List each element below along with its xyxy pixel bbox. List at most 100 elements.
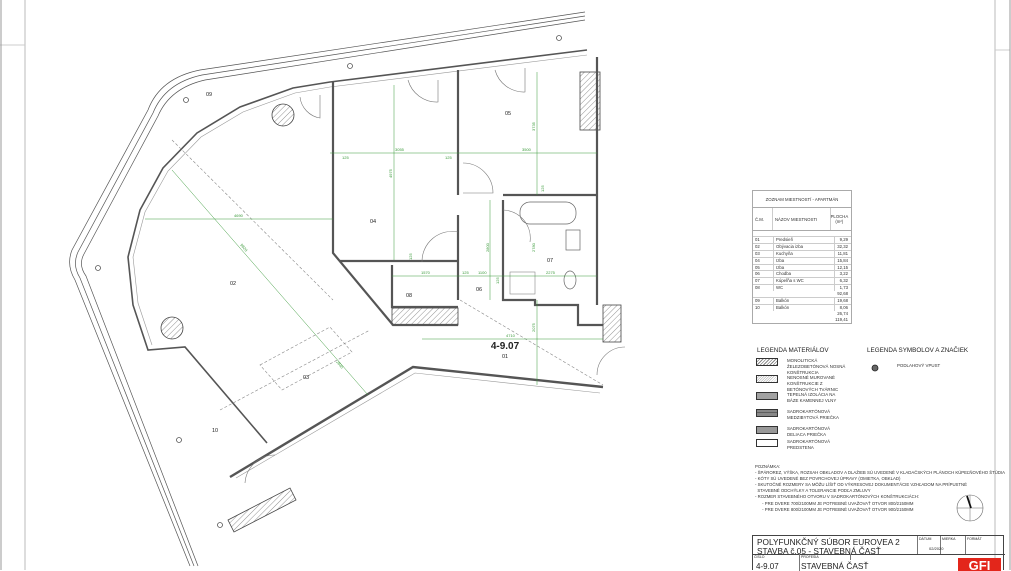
note-line: - PRE DVERE 800/2100MM JE POTREBNÉ UVAŽO… [755,506,914,512]
date-label: DÁTUM [919,537,932,541]
facade [127,49,604,479]
floor-drain-icon [95,35,562,528]
subtotal-balcony: 26,74 [837,310,848,316]
dimension-label: 2075 [531,322,536,332]
room-table: ZOZNAM MIESTNOSTÍ - APARTMÁN Č.M. NÁZOV … [752,190,852,324]
room-label: 04 [370,219,376,225]
dimension-lines [145,72,603,396]
room-label: 07 [547,258,553,264]
material-swatch [756,392,778,400]
bathtub [519,201,577,225]
dimension-label: 1100 [478,270,487,275]
legend-material-label: SADROKARTÓNOVÁ MEDZIBYTOVÁ PRIEČKA [787,409,839,420]
dimension-label: 4710 [506,333,516,338]
room-number: 10 [753,305,774,311]
dimension-label: 125 [540,185,545,192]
legend-symbol-label: PODLAHOVÝ VPUST [897,363,941,368]
title-block: POLYFUNKČNÝ SÚBOR EUROVEA 2 STAVBA č.05 … [752,535,1005,571]
notes: POZNÁMKA: - ŠPÁROREZ, VÝŠKA, ROZSAH OBKL… [755,464,1006,513]
structural-block [391,307,459,326]
header-name: NÁZOV MIESTNOSTI [773,208,831,230]
room-name: Obývacia izba [774,243,835,250]
legend-materials-title: LEGENDA MATERIÁLOV [757,347,829,354]
room-area: 19,68 [837,298,848,304]
room-area: 32,32 [837,243,848,249]
scale-label: MIERKA [942,537,956,541]
shower [509,271,536,295]
room-name: Izba [774,264,835,271]
dimension-label: 3735 [531,121,536,131]
column [271,103,295,127]
date-value: 02/2020 [929,546,944,551]
dimension-label: 2275 [546,270,556,275]
north-arrow-icon [956,494,984,522]
room-number: 09 [753,298,774,305]
note-line: - ŠPÁROREZ, VÝŠKA, ROZSAH OBKLADOV A DLA… [755,470,1006,476]
room-name: Chodba [774,271,835,278]
legend-material-label: SADROKARTÓNOVÁ DELIACA PRIEČKA [787,426,831,437]
structural-block [579,71,601,131]
drawing-number: 4-9.07 [756,562,779,571]
profession-label: PROFESIA [801,555,819,559]
legend-material-item: SADROKARTÓNOVÁ DELIACA PRIEČKA [756,426,847,438]
room-table-title: ZOZNAM MIESTNOSTÍ - APARTMÁN [753,191,851,208]
dimension-label: 2780 [531,242,536,252]
room-area: 6,32 [839,278,848,284]
subtotal-interior: 92,68 [837,291,848,297]
dimension-label: 3055 [395,147,405,152]
dimension-label: 2800 [485,242,490,252]
room-number: 02 [753,243,774,250]
room-name: Balkón [774,298,835,305]
legend-material-item: SADROKARTÓNOVÁ PREDSTENA [756,439,847,451]
room-name: WC [774,285,835,292]
dimension-label: 9820 [239,242,249,253]
room-number: 04 [753,257,774,264]
door-swings [244,68,626,484]
legend-symbols-title: LEGENDA SYMBOLOV A ZNAČIEK [867,347,969,354]
dimension-label: 125 [408,253,413,260]
number-label: ČÍSLO [754,555,765,559]
room-area: 12,15 [837,264,848,270]
dimension-label: 125 [462,270,469,275]
total-area: 119,41 [835,316,848,322]
kitchen-counter [171,139,604,411]
room-area: 11,81 [837,250,848,256]
material-swatch [756,439,778,447]
unit-label: 4-9.07 [491,341,520,352]
room-number: 05 [753,264,774,271]
interior-walls [331,57,603,327]
gfi-logo: GFI [958,558,1001,571]
legend-material-item: SADROKARTÓNOVÁ MEDZIBYTOVÁ PRIEČKA [756,409,847,421]
room-number: 06 [753,271,774,278]
room-name: Kúpeľňa s WC [774,278,835,285]
material-swatch [756,426,778,434]
room-label: 09 [206,92,212,98]
legend-material-item: MONOLITICKÁ ŽELEZOBETÓNOVÁ NOSNÁ KONŠTRU… [756,358,847,376]
dimension-label: 125 [445,155,452,160]
dimension-label: 2835 [335,359,345,370]
room-label: 03 [303,375,309,381]
washbasin [565,229,581,251]
room-label: 05 [505,111,511,117]
room-name: Kuchyňa [774,250,835,257]
legend-material-label: SADROKARTÓNOVÁ PREDSTENA [787,439,831,450]
format-label: FORMÁT [967,537,982,541]
legend-material-label: TEPELNÁ IZOLÁCIA NA BÁZE KAMENNEJ VLNY [787,392,837,403]
legend-material-item: NENOSNÉ MUROVANÉ KONŠTRUKCIE Z BETÓNOVÝC… [756,375,847,393]
legend-material-item: TEPELNÁ IZOLÁCIA NA BÁZE KAMENNEJ VLNY [756,392,847,404]
dimension-label: 125 [495,277,500,284]
profession-value: STAVEBNÁ ČASŤ [801,561,869,571]
dimension-label: 3500 [522,147,532,152]
floor-plan: 3055 3500 125 125 4975 3735 4690 9820 28… [69,11,626,567]
material-swatch [756,375,778,383]
room-area: 3,22 [839,271,848,277]
material-swatch [756,358,778,366]
room-number: 08 [753,285,774,292]
